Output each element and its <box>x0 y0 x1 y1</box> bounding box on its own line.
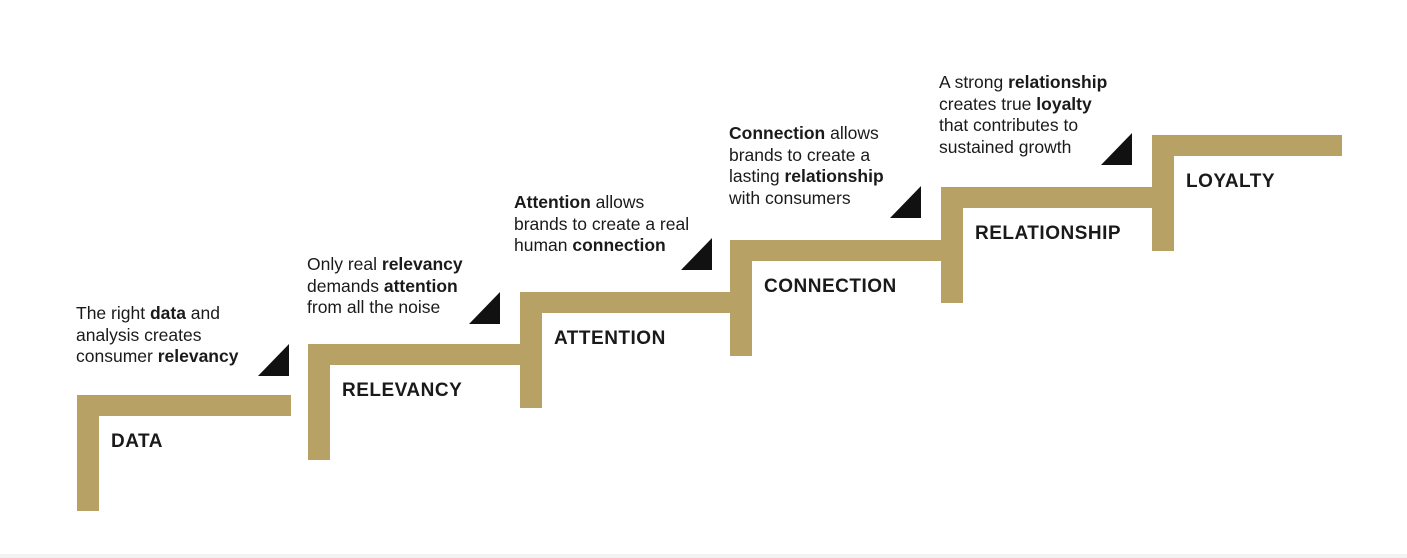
description-line: sustained growth <box>939 137 1154 159</box>
step-riser <box>941 187 963 303</box>
description-line: human connection <box>514 235 729 257</box>
step-data: DATA <box>77 395 291 511</box>
description-text: demands <box>307 275 384 296</box>
description-line: creates true loyalty <box>939 94 1154 116</box>
description-text: and <box>185 303 220 323</box>
description-line: from all the noise <box>307 297 522 319</box>
description-keyword: relevancy <box>381 254 463 274</box>
step-label-connection: CONNECTION <box>764 276 897 297</box>
description-text: lasting <box>729 166 785 186</box>
description-text: sustained growth <box>939 136 1072 157</box>
description-keyword: connection <box>572 235 666 255</box>
step-label-relationship: RELATIONSHIP <box>975 223 1122 244</box>
step-tread <box>308 344 522 365</box>
description-line: A strong relationship <box>939 72 1154 94</box>
description-line: Connection allows <box>729 123 944 145</box>
step-tread <box>941 187 1155 208</box>
step-riser <box>308 344 330 460</box>
description-text: allows <box>825 123 879 143</box>
description-keyword: loyalty <box>1036 93 1092 114</box>
description-line: Attention allows <box>514 192 729 214</box>
description-line: consumer relevancy <box>76 346 291 368</box>
step-attention: ATTENTION <box>520 292 734 408</box>
step-corner-triangle <box>681 238 712 270</box>
step-tread <box>77 395 291 416</box>
description-line: with consumers <box>729 188 944 210</box>
step-corner-triangle <box>258 344 289 376</box>
step-corner-triangle <box>890 186 921 218</box>
description-line: Only real relevancy <box>307 254 522 276</box>
description-text: that contributes to <box>939 115 1079 135</box>
step-label-attention: ATTENTION <box>554 328 666 349</box>
description-line: that contributes to <box>939 115 1154 137</box>
step-label-loyalty: LOYALTY <box>1186 171 1276 192</box>
step-riser <box>520 292 542 408</box>
step-riser <box>77 395 99 511</box>
step-corner-triangle <box>469 292 500 324</box>
description-text: Only real <box>307 254 382 274</box>
description-line: analysis creates <box>76 325 291 347</box>
description-keyword: data <box>149 303 186 323</box>
step-corner-triangle <box>1101 133 1132 165</box>
step-riser <box>1152 135 1174 251</box>
description-text: analysis creates <box>76 324 202 345</box>
description-text: A strong <box>939 72 1009 92</box>
step-riser <box>730 240 752 356</box>
description-text: brands to create a <box>729 144 871 165</box>
description-text: The right <box>76 303 150 323</box>
description-keyword: attention <box>383 275 458 296</box>
description-text: with consumers <box>729 187 851 208</box>
description-keyword: relationship <box>1008 72 1108 92</box>
step-tread <box>730 240 944 261</box>
description-line: brands to create a real <box>514 214 729 236</box>
description-text: brands to create a real <box>514 213 690 234</box>
description-line: The right data and <box>76 303 291 325</box>
step-label-data: DATA <box>111 431 163 452</box>
description-keyword: relationship <box>784 166 884 186</box>
description-line: demands attention <box>307 276 522 298</box>
description-text: consumer <box>76 346 158 366</box>
description-line: lasting relationship <box>729 166 944 188</box>
description-text: creates true <box>939 93 1037 114</box>
footer-divider <box>0 554 1407 558</box>
step-label-relevancy: RELEVANCY <box>342 380 463 401</box>
description-keyword: Connection <box>729 123 826 143</box>
step-relationship: RELATIONSHIP <box>941 187 1155 303</box>
step-tread <box>520 292 734 313</box>
step-relevancy: RELEVANCY <box>308 344 522 460</box>
step-connection: CONNECTION <box>730 240 944 356</box>
description-text: allows <box>590 192 645 212</box>
description-text: from all the noise <box>307 297 441 317</box>
step-tread <box>1152 135 1342 156</box>
description-text: human <box>514 235 573 255</box>
step-loyalty: LOYALTY <box>1152 135 1342 251</box>
description-keyword: Attention <box>514 192 591 212</box>
description-line: brands to create a <box>729 145 944 167</box>
description-keyword: relevancy <box>157 346 239 366</box>
